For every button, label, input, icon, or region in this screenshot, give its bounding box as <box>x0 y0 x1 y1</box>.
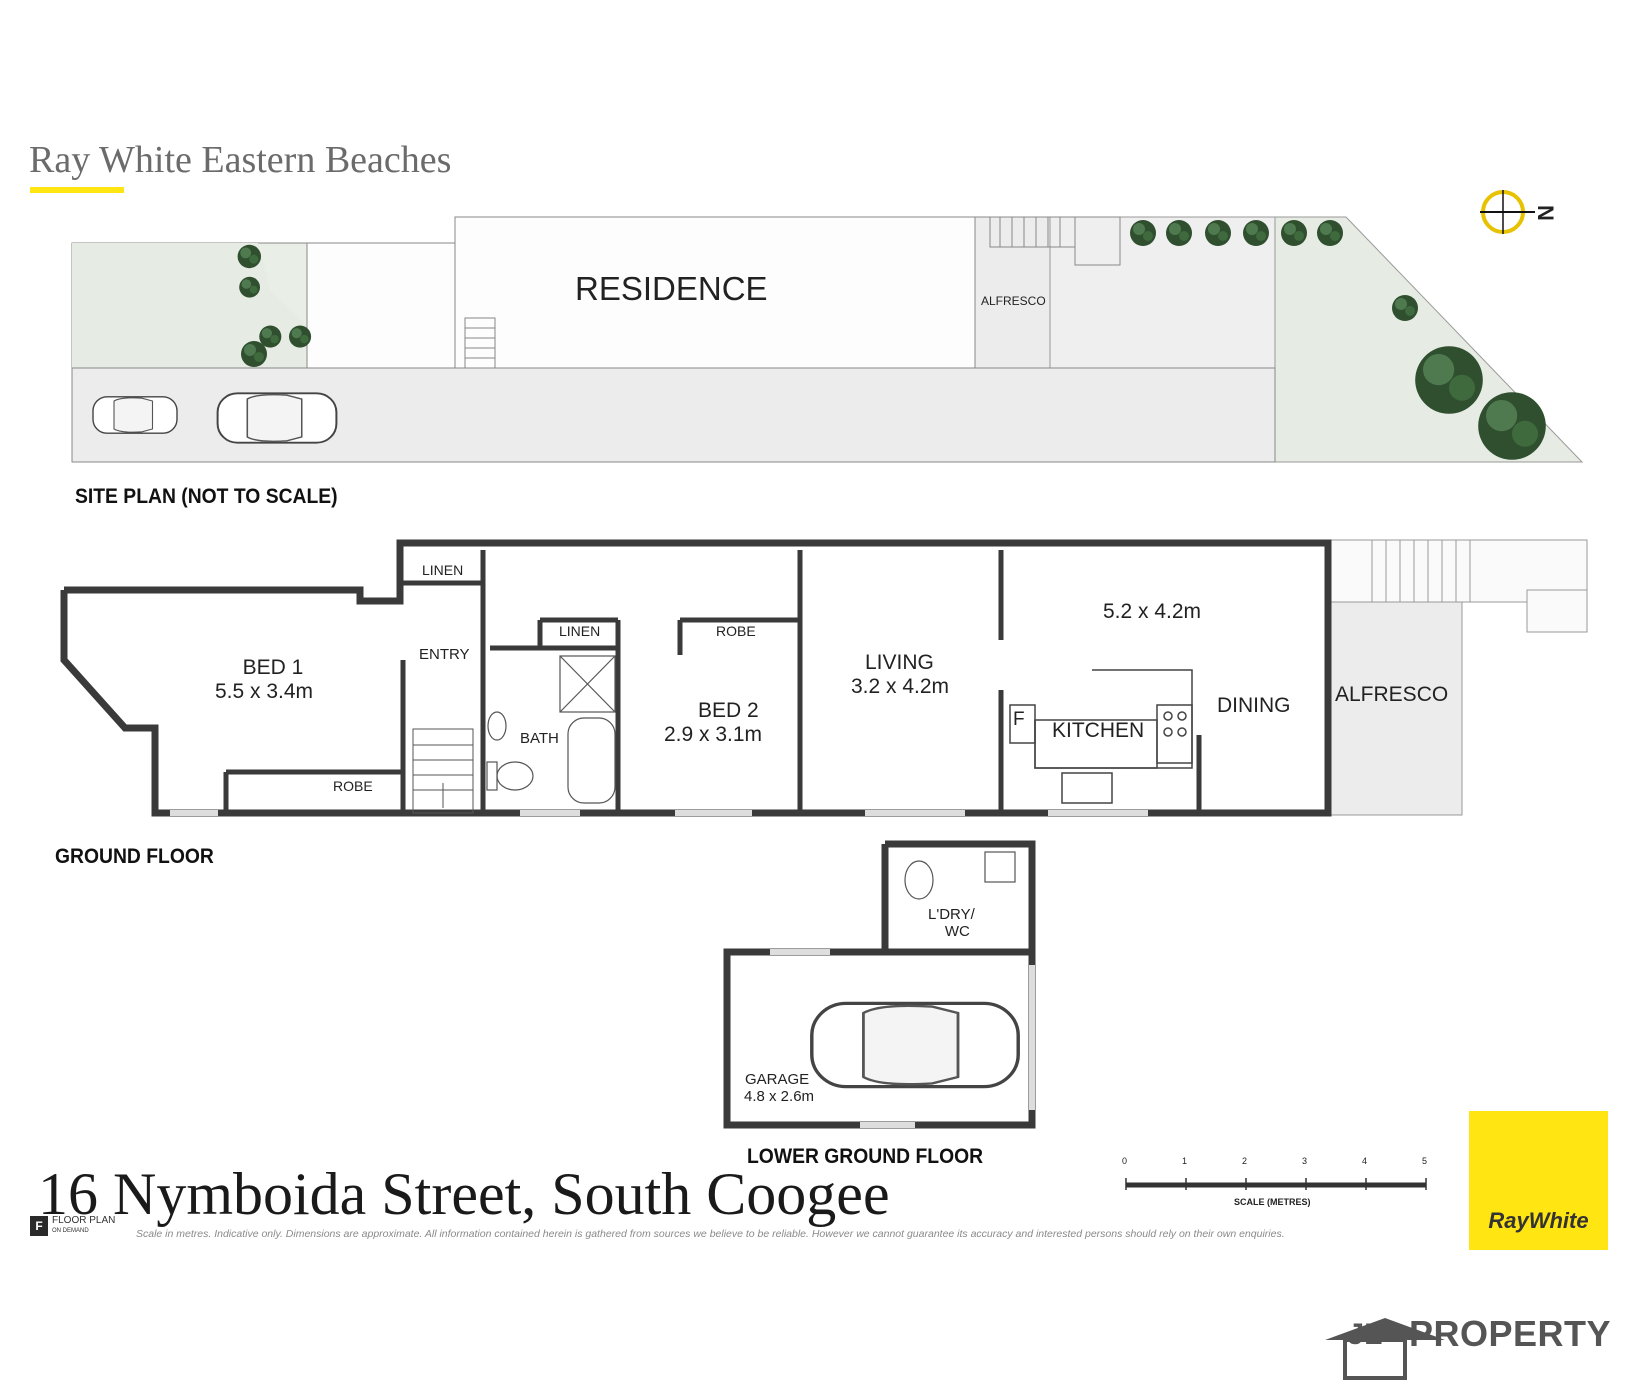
living-label: LIVING 3.2 x 4.2m <box>851 651 949 699</box>
garage-label: GARAGE 4.8 x 2.6m <box>744 1071 815 1105</box>
bed1-size: 5.5 x 3.4m <box>215 680 314 703</box>
garage-name: GARAGE <box>745 1071 810 1088</box>
scale-tick-0: 0 <box>1122 1156 1128 1166</box>
site-alfresco-label: ALFRESCO <box>981 294 1046 308</box>
residence-label: RESIDENCE <box>575 270 768 307</box>
bed2-size: 2.9 x 3.1m <box>664 723 763 746</box>
scale-tick-4: 4 <box>1362 1156 1368 1166</box>
lower-ground-floor-title: LOWER GROUND FLOOR <box>747 1145 984 1168</box>
living-name: LIVING <box>865 651 934 674</box>
floorplan-logo-line2: ON DEMAND <box>52 1228 89 1234</box>
bath-label: BATH <box>520 730 559 747</box>
site-plan-title: SITE PLAN (NOT TO SCALE) <box>75 485 338 508</box>
scale-tick-2: 2 <box>1242 1156 1248 1166</box>
lower-ground-floor-plan <box>723 840 1036 1129</box>
laundry-line1: L'DRY/ <box>928 906 975 923</box>
raywhite-logo: RayWhite <box>1469 1111 1608 1250</box>
jl-property-text: PROPERTY <box>1409 1313 1612 1354</box>
jl-letters: JL <box>1347 1318 1383 1351</box>
laundry-label: L'DRY/ WC <box>928 906 975 940</box>
floorplan-logo-line1: FLOOR PLAN <box>52 1215 116 1226</box>
scale-tick-5: 5 <box>1422 1156 1428 1166</box>
compass-icon <box>1480 190 1535 234</box>
header-underline <box>30 187 124 193</box>
dining-size-label: 5.2 x 4.2m <box>1103 600 1202 623</box>
bed1-label: BED 1 5.5 x 3.4m <box>215 656 313 704</box>
floorplan-logo: F FLOOR PLAN ON DEMAND <box>30 1216 115 1236</box>
jl-property-watermark: JL PROPERTY <box>1325 1313 1611 1355</box>
ground-floor-plan <box>60 539 1588 900</box>
robe-label-2: ROBE <box>333 778 373 794</box>
laundry-line2: WC <box>944 923 970 940</box>
dining-label: DINING <box>1217 694 1291 717</box>
scale-caption: SCALE (METRES) <box>1234 1197 1311 1207</box>
alfresco-label: ALFRESCO <box>1335 683 1449 706</box>
linen-label-1: LINEN <box>422 562 464 578</box>
fridge-label: F <box>1013 709 1025 730</box>
scale-bar <box>1125 1178 1427 1190</box>
floorplan-logo-mark: F <box>30 1216 48 1236</box>
bed2-label: BED 2 2.9 x 3.1m <box>664 699 762 747</box>
linen-label-2: LINEN <box>559 623 601 639</box>
scale-tick-3: 3 <box>1302 1156 1308 1166</box>
house-roof-icon <box>1325 1318 1445 1380</box>
bed2-name: BED 2 <box>698 699 759 722</box>
scale-tick-1: 1 <box>1182 1156 1188 1166</box>
site-plan <box>71 190 1584 463</box>
compass-north-label: N <box>1532 205 1558 221</box>
disclaimer: Scale in metres. Indicative only. Dimens… <box>136 1228 1285 1240</box>
kitchen-label: KITCHEN <box>1052 719 1145 742</box>
bed1-name: BED 1 <box>242 656 304 679</box>
property-address: 16 Nymboida Street, South Coogee <box>38 1161 890 1227</box>
raywhite-logo-text: RayWhite <box>1488 1208 1589 1233</box>
living-size: 3.2 x 4.2m <box>851 675 950 698</box>
robe-label-1: ROBE <box>716 623 756 639</box>
agency-header: Ray White Eastern Beaches <box>29 139 452 181</box>
garage-size: 4.8 x 2.6m <box>744 1088 815 1105</box>
ground-floor-title: GROUND FLOOR <box>55 845 214 868</box>
entry-label: ENTRY <box>419 646 470 663</box>
